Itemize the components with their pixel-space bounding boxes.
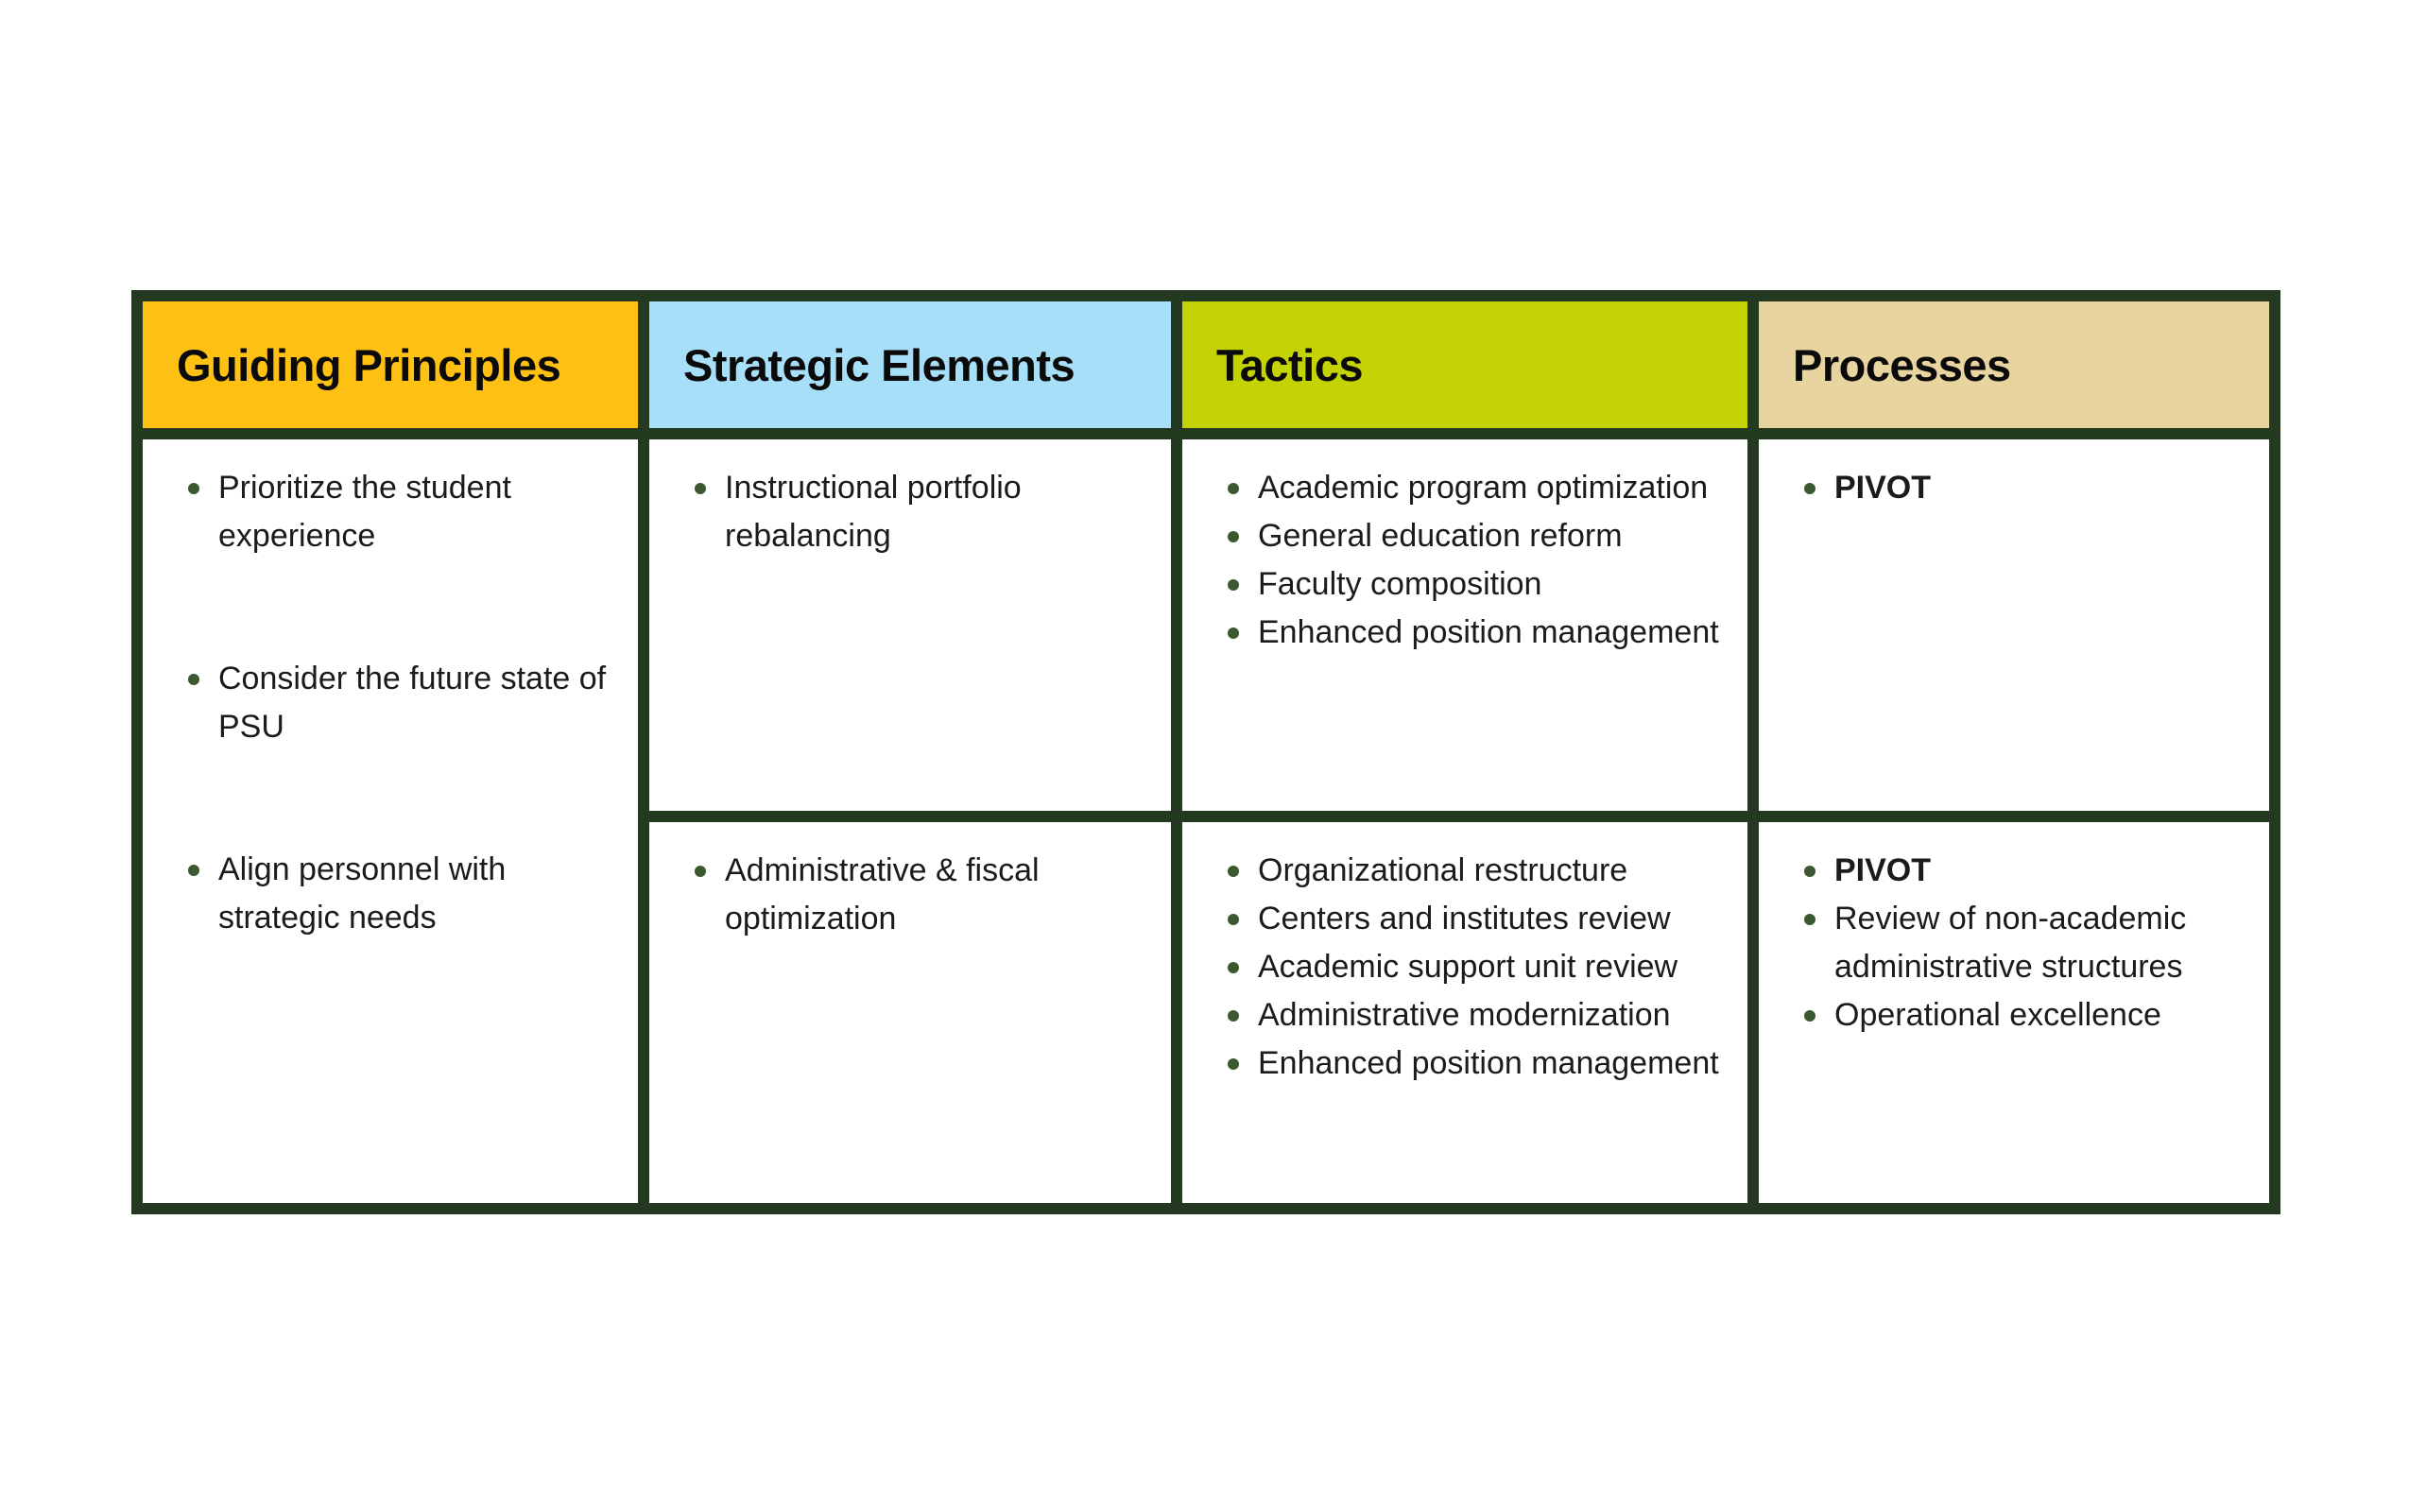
bullet-item: Instructional portfolio rebalancing: [695, 464, 1143, 560]
bullet-item: PIVOT: [1804, 464, 2241, 512]
bullet-item: Align personnel with strategic needs: [188, 846, 610, 942]
bullet-list-processes-row1: PIVOT: [1802, 464, 2241, 512]
header-label: Strategic Elements: [683, 339, 1075, 390]
bullet-item: PIVOT: [1804, 847, 2241, 895]
bullet-item: Faculty composition: [1228, 560, 1719, 609]
bullet-item: Operational excellence: [1804, 991, 2241, 1040]
bullet-item: Administrative & fiscal optimization: [695, 847, 1143, 943]
bullet-list-strategic-row2: Administrative & fiscal optimization: [693, 847, 1143, 943]
cell-strategic-elements-row2: Administrative & fiscal optimization: [649, 822, 1171, 1203]
bullet-item: Prioritize the student experience: [188, 464, 610, 560]
bullet-item: Enhanced position management: [1228, 1040, 1719, 1088]
cell-strategic-elements-row1: Instructional portfolio rebalancing: [649, 439, 1171, 811]
header-processes: Processes: [1759, 301, 2269, 428]
bullet-item: Enhanced position management: [1228, 609, 1719, 657]
bullet-item: Centers and institutes review: [1228, 895, 1719, 943]
strategy-table: Guiding Principles Strategic Elements Ta…: [131, 290, 2280, 1214]
header-label: Guiding Principles: [177, 339, 561, 390]
bullet-item: Academic program optimization: [1228, 464, 1719, 512]
bullet-item: Consider the future state of PSU: [188, 655, 610, 751]
header-guiding-principles: Guiding Principles: [143, 301, 638, 428]
header-label: Tactics: [1216, 339, 1364, 390]
cell-processes-row1: PIVOT: [1759, 439, 2269, 811]
header-tactics: Tactics: [1182, 301, 1747, 428]
header-strategic-elements: Strategic Elements: [649, 301, 1171, 428]
bullet-item: Administrative modernization: [1228, 991, 1719, 1040]
bullet-item: General education reform: [1228, 512, 1719, 560]
bullet-item: Academic support unit review: [1228, 943, 1719, 991]
bullet-item: Organizational restructure: [1228, 847, 1719, 895]
bullet-item: Review of non-academic administrative st…: [1804, 895, 2241, 991]
header-label: Processes: [1793, 339, 2011, 390]
bullet-list-strategic-row1: Instructional portfolio rebalancing: [693, 464, 1143, 560]
